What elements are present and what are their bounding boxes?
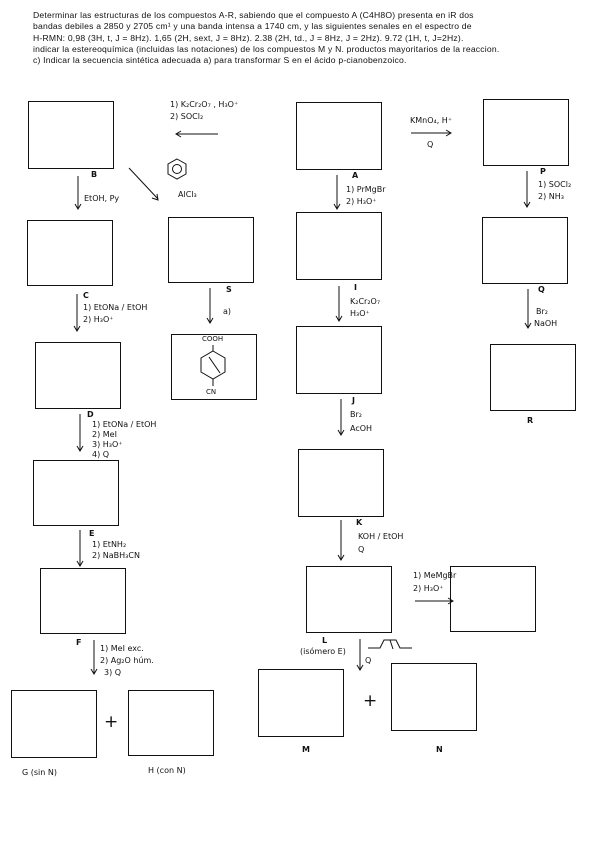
reagent-E-to-F-1: 1) EtNH₂ (92, 540, 127, 549)
label-L-note: (isómero E) (300, 647, 346, 656)
label-G: G (sin N) (22, 768, 57, 777)
statement-line-4: indicar la estereoquímica (incluidas las… (33, 43, 500, 54)
box-K[interactable] (298, 449, 384, 517)
label-M: M (302, 745, 310, 754)
statement-line-3: H-RMN: 0,98 (3H, t, J = 8Hz). 1,65 (2H, … (33, 32, 464, 43)
reagent-J-to-K-1: Br₂ (350, 410, 362, 419)
box-p-cyanobenzoic-acid (171, 334, 257, 400)
box-I[interactable] (296, 212, 382, 280)
label-A: A (352, 171, 359, 180)
problem-statement: Determinar las estructuras de los compue… (33, 10, 588, 66)
plus-sign-MN: + (363, 691, 378, 711)
reagent-D-to-E-3: 3) H₃O⁺ (92, 440, 123, 449)
label-N: N (436, 745, 443, 754)
reagent-L-side-1: 1) MeMgBr (413, 571, 457, 580)
reagent-L-to-MN: Q (365, 656, 372, 665)
structure-cn: CN (206, 388, 217, 396)
box-R[interactable] (490, 344, 576, 411)
box-S[interactable] (168, 217, 254, 283)
reagent-A-to-P-1: KMnO₄, H⁺ (410, 116, 453, 125)
label-I: I (354, 283, 357, 292)
box-Q[interactable] (482, 217, 568, 284)
box-M[interactable] (258, 669, 344, 737)
reagent-L-side-2: 2) H₃O⁺ (413, 584, 444, 593)
reagent-C-to-D-1: 1) EtONa / EtOH (83, 303, 148, 312)
reagent-to-B-1: 1) K₂Cr₂O₇ , H₃O⁺ (170, 100, 239, 109)
reagent-I-to-J-1: K₂Cr₂O₇ (350, 297, 381, 306)
box-F[interactable] (40, 568, 126, 634)
label-P: P (540, 167, 546, 176)
reagent-B-to-C: EtOH, Py (84, 194, 120, 203)
box-E[interactable] (33, 460, 119, 526)
label-J: J (352, 396, 355, 405)
reagent-D-to-E-1: 1) EtONa / EtOH (92, 420, 157, 429)
label-Q: Q (538, 285, 545, 294)
label-K: K (356, 518, 363, 527)
label-E: E (89, 529, 95, 538)
box-A[interactable] (296, 102, 382, 170)
reagent-A-to-I-2: 2) H₃O⁺ (346, 197, 377, 206)
reagent-Q-to-R-1: Br₂ (536, 307, 548, 316)
reagent-K-to-L-1: KOH / EtOH (358, 532, 404, 541)
reagent-Q-to-R-2: NaOH (534, 319, 558, 328)
box-L-product[interactable] (450, 566, 536, 632)
box-D[interactable] (35, 342, 121, 409)
statement-line-1: Determinar las estructuras de los compue… (33, 10, 474, 20)
reagent-C-to-D-2: 2) H₃O⁺ (83, 315, 114, 324)
statement-line-2: bandas debiles a 2850 y 2705 cm¹ y una b… (33, 21, 472, 32)
reagent-E-to-F-2: 2) NaBH₃CN (92, 551, 140, 560)
benzene-icon (167, 158, 187, 180)
reagent-to-B-2: 2) SOCl₂ (170, 112, 204, 121)
box-L[interactable] (306, 566, 392, 633)
reagent-I-to-J-2: H₃O⁺ (350, 309, 370, 318)
reagent-S-step: a) (223, 307, 232, 316)
box-H[interactable] (128, 690, 214, 756)
reagent-D-to-E-2: 2) MeI (92, 430, 117, 439)
label-F: F (76, 638, 82, 647)
plus-sign-GH: + (104, 712, 119, 732)
box-N[interactable] (391, 663, 477, 731)
reagent-A-to-I-1: 1) PrMgBr (346, 185, 386, 194)
statement-line-5: c) Indicar la secuencia sintética adecua… (33, 55, 407, 66)
reagent-D-to-E-4: 4) Q (92, 450, 110, 459)
reagent-F-3: 3) Q (104, 668, 122, 677)
reagent-P-to-Q-1: 1) SOCl₂ (538, 180, 572, 189)
reagent-A-to-P-2: Q (427, 140, 434, 149)
box-C[interactable] (27, 220, 113, 286)
label-H: H (con N) (148, 766, 186, 775)
reagent-F-2: 2) Ag₂O húm. (100, 656, 154, 665)
box-G[interactable] (11, 690, 97, 758)
label-C: C (83, 291, 89, 300)
label-R: R (527, 416, 534, 425)
reagent-P-to-Q-2: 2) NH₃ (538, 192, 564, 201)
box-B[interactable] (28, 101, 114, 169)
label-B: B (91, 170, 98, 179)
label-S: S (226, 285, 232, 294)
label-D: D (87, 410, 94, 419)
box-P[interactable] (483, 99, 569, 166)
reagent-J-to-K-2: AcOH (350, 424, 373, 433)
structure-cooh: COOH (202, 335, 224, 343)
box-J[interactable] (296, 326, 382, 394)
reagent-F-1: 1) MeI exc. (100, 644, 144, 653)
p-cyanobenzoic-acid-structure (200, 345, 226, 386)
reagent-alcl3: AlCl₃ (178, 190, 197, 199)
reagent-K-to-L-2: Q (358, 545, 365, 554)
label-L: L (322, 636, 328, 645)
